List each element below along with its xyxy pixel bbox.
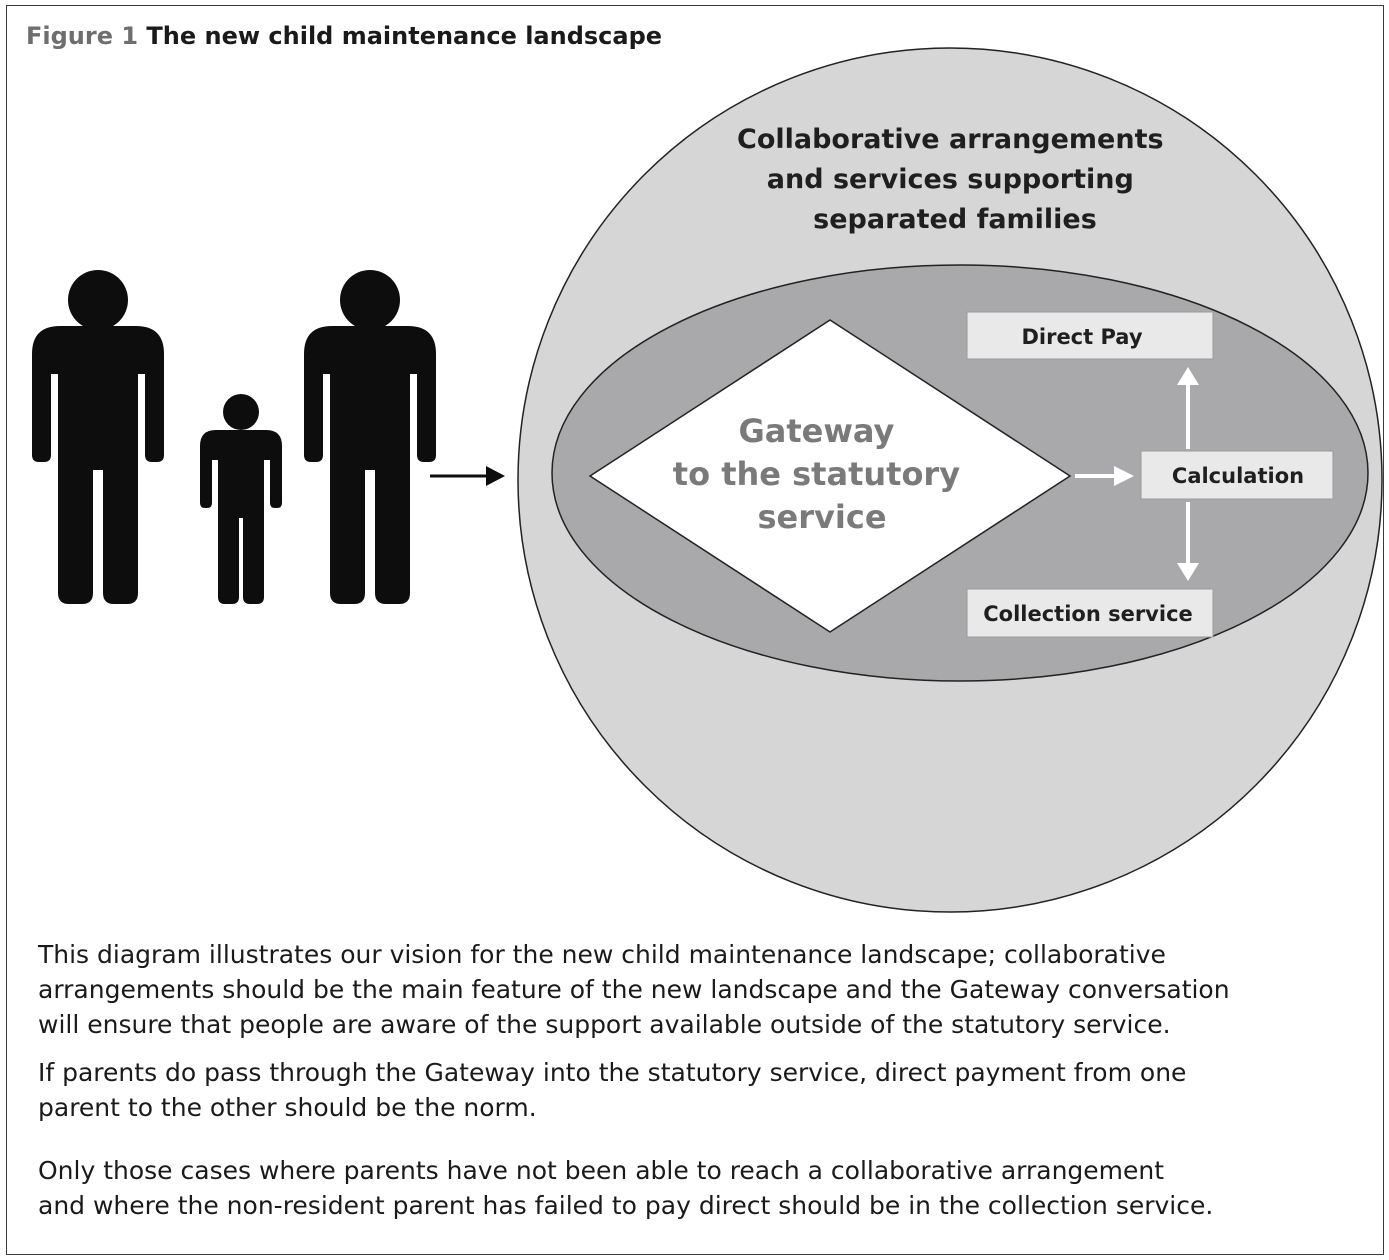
figure-title-text: The new child maintenance landscape bbox=[146, 22, 663, 50]
arrow-down-icon bbox=[1177, 502, 1199, 581]
calculation-label: Calculation bbox=[1172, 464, 1304, 488]
gateway-label: Gateway to the statutory service bbox=[673, 412, 971, 536]
collection-service-box: Collection service bbox=[966, 588, 1214, 638]
direct-pay-box: Direct Pay bbox=[966, 311, 1214, 360]
outer-label: Collaborative arrangements and services … bbox=[737, 124, 1173, 235]
caption-paragraph-3: Only those cases where parents have not … bbox=[38, 1153, 1338, 1223]
arrow-right-icon bbox=[1075, 466, 1134, 486]
direct-pay-label: Direct Pay bbox=[1021, 325, 1142, 349]
calculation-box: Calculation bbox=[1140, 450, 1334, 500]
gateway-label-line-2: to the statutory bbox=[673, 455, 960, 493]
gateway-diamond bbox=[588, 319, 1072, 633]
caption-paragraph-1: This diagram illustrates our vision for … bbox=[38, 937, 1338, 1042]
gateway-label-line-1: Gateway bbox=[738, 412, 894, 450]
gateway-label-line-3: service bbox=[757, 498, 886, 536]
family-figures bbox=[32, 270, 436, 604]
caption-line: This diagram illustrates our vision for … bbox=[38, 940, 1166, 969]
caption-line: If parents do pass through the Gateway i… bbox=[38, 1058, 1187, 1087]
outer-label-line-3: separated families bbox=[813, 204, 1097, 235]
child-figure-icon bbox=[200, 394, 282, 604]
figure-number: Figure 1 bbox=[26, 22, 139, 50]
caption-line: parent to the other should be the norm. bbox=[38, 1093, 537, 1122]
caption-paragraph-2: If parents do pass through the Gateway i… bbox=[38, 1055, 1338, 1125]
caption-line: will ensure that people are aware of the… bbox=[38, 1010, 1171, 1039]
collection-service-label: Collection service bbox=[983, 602, 1193, 626]
arrow-right-icon bbox=[430, 466, 505, 486]
figure-title: Figure 1 The new child maintenance lands… bbox=[26, 22, 662, 50]
caption-line: arrangements should be the main feature … bbox=[38, 975, 1230, 1004]
caption-line: Only those cases where parents have not … bbox=[38, 1156, 1165, 1185]
outer-label-line-1: Collaborative arrangements bbox=[737, 124, 1164, 155]
landscape-diagram: Collaborative arrangements and services … bbox=[32, 47, 1383, 913]
figure-frame bbox=[6, 5, 1384, 1255]
arrow-up-icon bbox=[1177, 367, 1199, 449]
outer-label-line-2: and services supporting bbox=[767, 164, 1134, 195]
caption-line: and where the non-resident parent has fa… bbox=[38, 1191, 1214, 1220]
adult-figure-icon bbox=[304, 270, 436, 604]
adult-figure-icon bbox=[32, 270, 164, 604]
